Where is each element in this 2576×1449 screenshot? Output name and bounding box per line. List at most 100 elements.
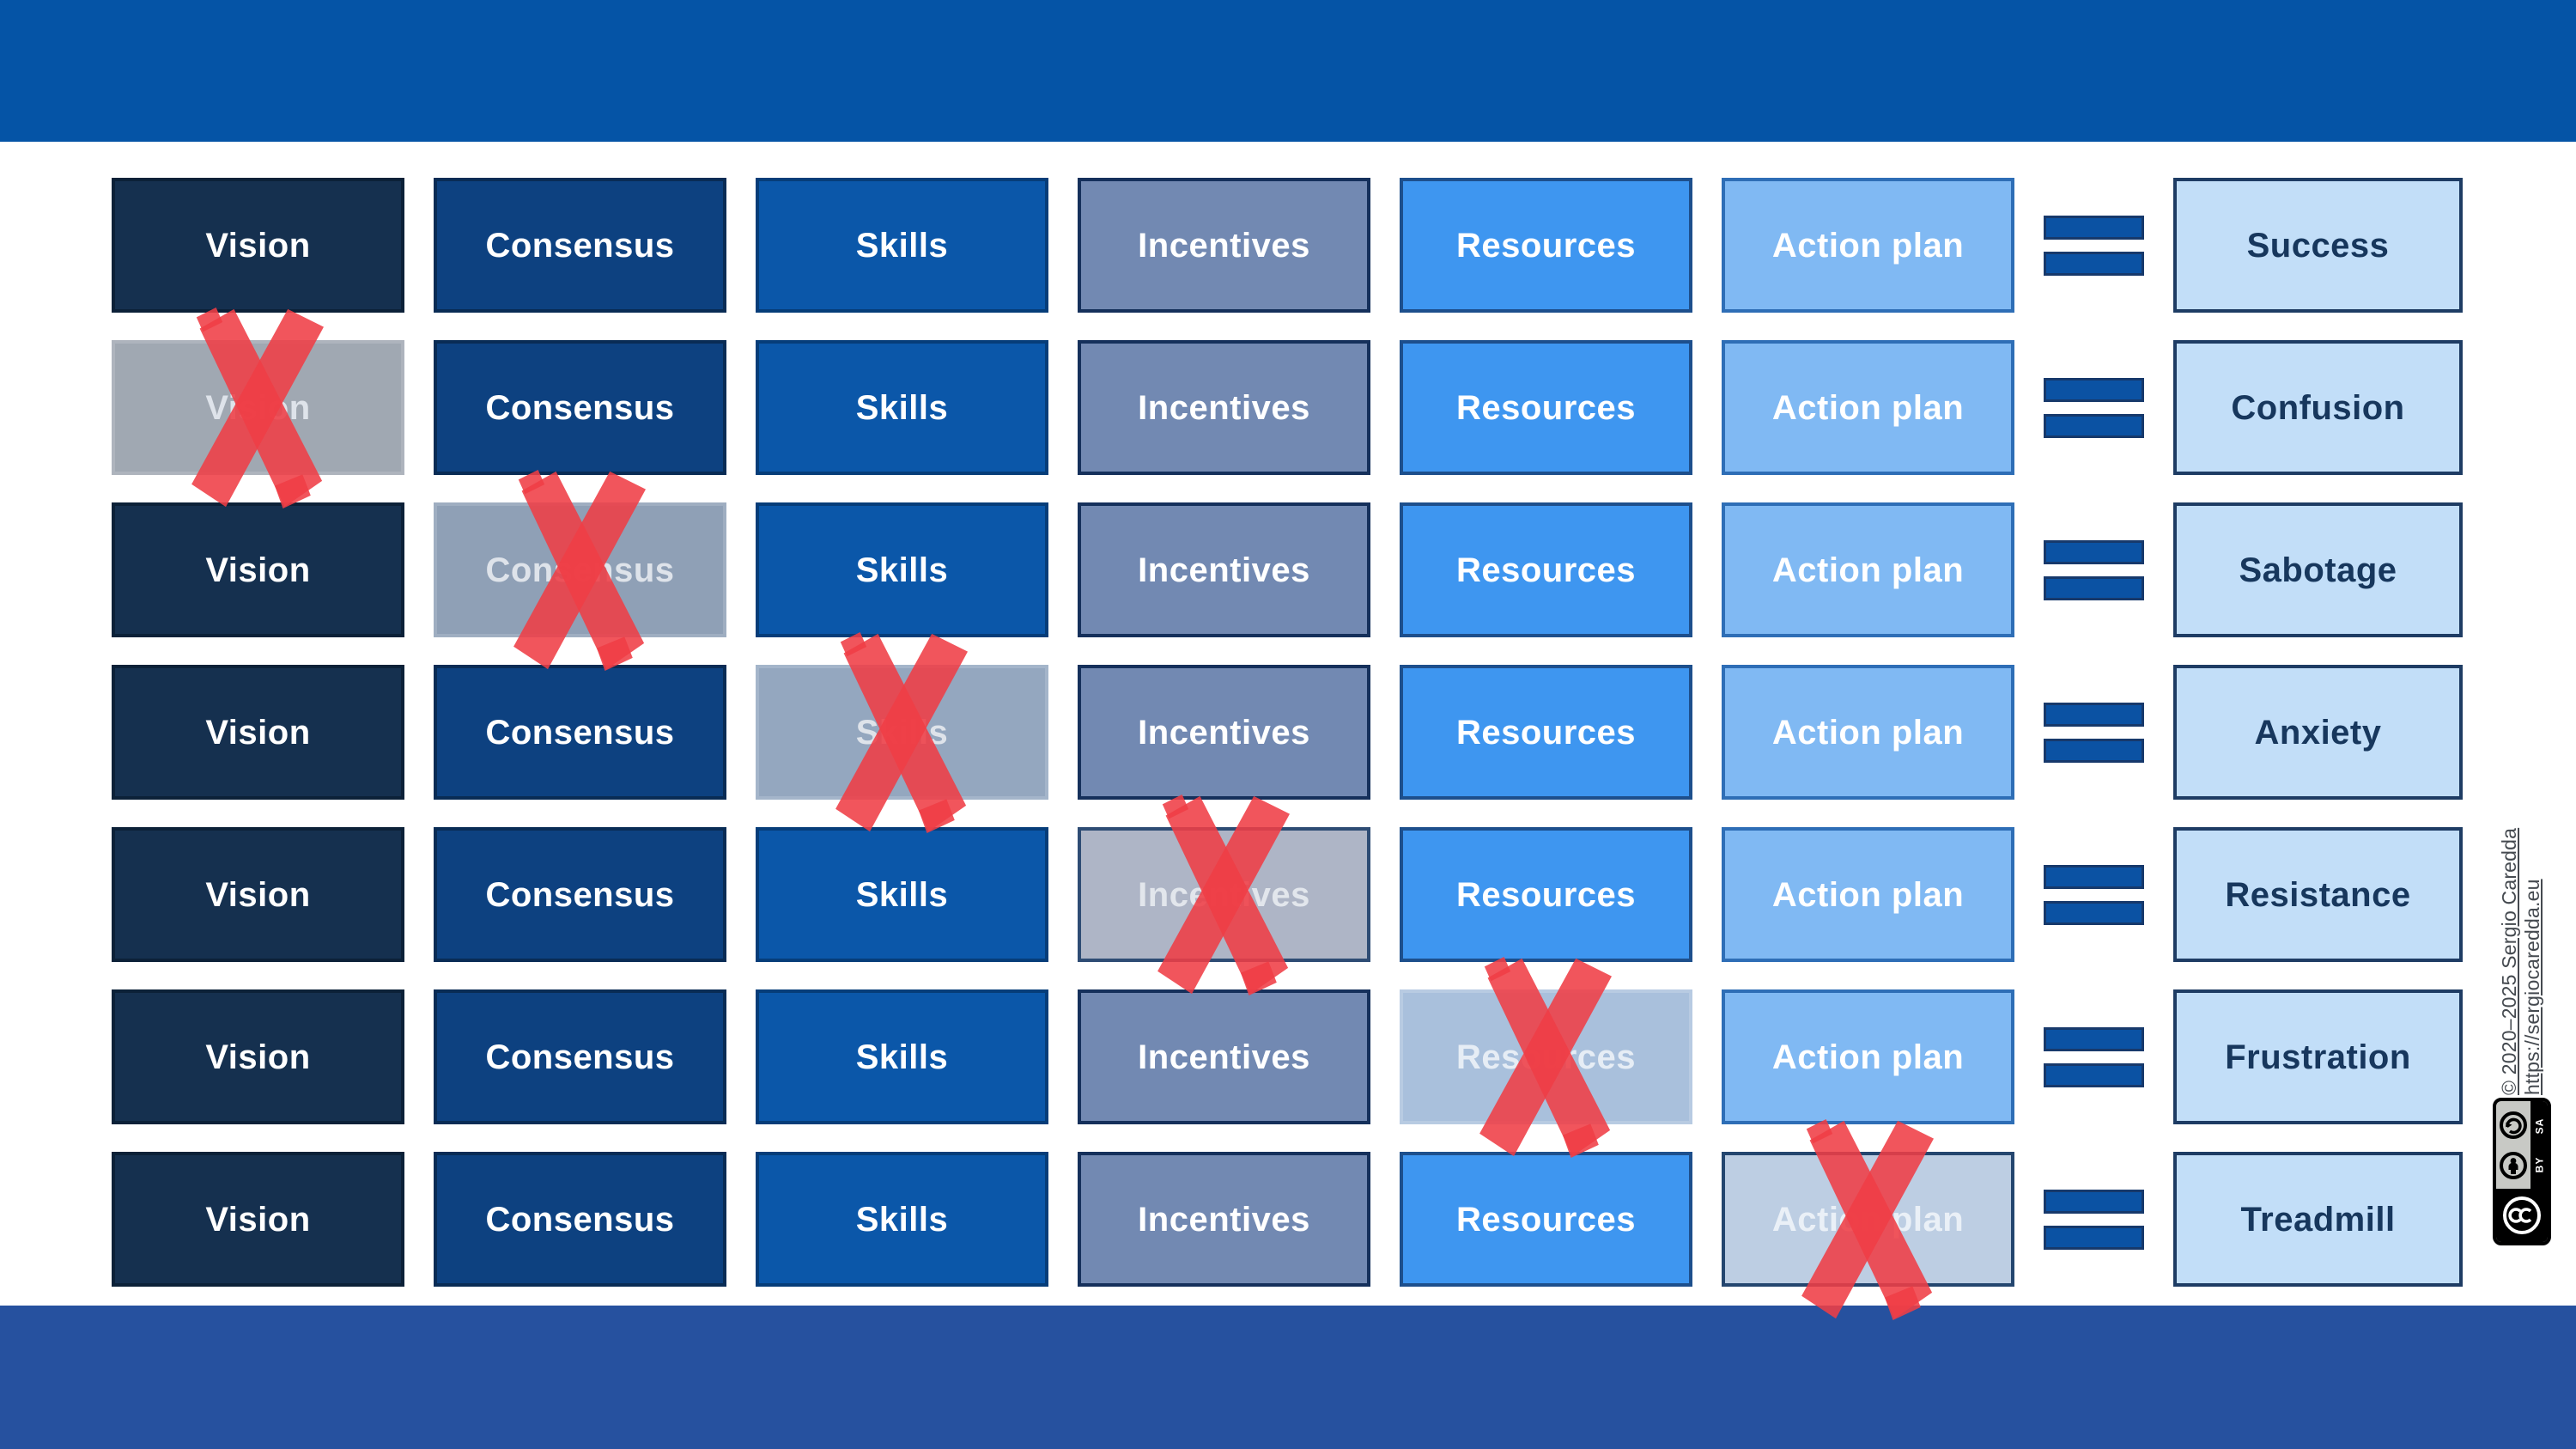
cell-vision: Vision bbox=[112, 665, 404, 800]
cell-label: Incentives bbox=[1138, 875, 1310, 914]
by-label: BY bbox=[2532, 1156, 2545, 1172]
cell-label: Consensus bbox=[485, 1038, 675, 1076]
model-row-confusion: Vision Consensus Skills Incentives Resource… bbox=[112, 307, 2463, 508]
model-row-resistance: Vision Consensus Skills Incentives Resource… bbox=[112, 794, 2463, 995]
cell-action-plan: Action plan bbox=[1722, 340, 2014, 475]
outcome-cell-anxiety: Anxiety bbox=[2173, 665, 2463, 800]
cell-action-plan: Action plan bbox=[1722, 827, 2014, 962]
cell-consensus: Consensus bbox=[434, 827, 726, 962]
cell-resources: Resources bbox=[1400, 1152, 1692, 1287]
cell-resources-crossed: Resources bbox=[1400, 956, 1692, 1158]
model-row-frustration: Vision Consensus Skills Incentives Resources… bbox=[112, 956, 2463, 1158]
cell-action-plan: Action plan bbox=[1722, 502, 2014, 637]
cell-consensus: Consensus bbox=[434, 665, 726, 800]
cell-skills: Skills bbox=[756, 340, 1048, 475]
model-row-treadmill: Vision Consensus Skills Incentives Resources… bbox=[112, 1118, 2463, 1320]
cell-label: Vision bbox=[205, 1038, 311, 1076]
equals-icon bbox=[2044, 502, 2144, 637]
cell-vision: Vision bbox=[112, 178, 404, 313]
cell-resources: Resources bbox=[1400, 178, 1692, 313]
cell-label: Consensus bbox=[485, 875, 675, 914]
cell-label: Resources bbox=[1455, 551, 1637, 589]
cell-label: Vision bbox=[205, 551, 311, 589]
sa-label: SA bbox=[2532, 1117, 2545, 1134]
cell-action-plan: Action plan bbox=[1722, 178, 2014, 313]
cell-consensus-crossed: Consensus bbox=[434, 469, 726, 671]
model-row-success: Vision Consensus Skills Incentives Resources… bbox=[112, 178, 2463, 313]
cell-consensus: Consensus bbox=[434, 178, 726, 313]
equals-icon bbox=[2044, 827, 2144, 962]
outcome-cell-confusion: Confusion bbox=[2173, 340, 2463, 475]
equals-icon bbox=[2044, 178, 2144, 313]
cell-label: Action plan bbox=[1771, 875, 1965, 914]
cell-label: Resources bbox=[1455, 713, 1637, 752]
cell-label: Resources bbox=[1455, 1200, 1637, 1239]
cell-label: Action plan bbox=[1771, 713, 1965, 752]
cell-label: Vision bbox=[205, 1200, 311, 1239]
cell-label: Skills bbox=[855, 1200, 949, 1239]
outcome-label: Confusion bbox=[2231, 388, 2405, 427]
cell-action-plan: Action plan bbox=[1722, 665, 2014, 800]
cell-incentives: Incentives bbox=[1078, 340, 1370, 475]
cell-label: Consensus bbox=[485, 1200, 675, 1239]
cell-label: Action plan bbox=[1771, 1038, 1965, 1076]
cell-incentives: Incentives bbox=[1078, 502, 1370, 637]
header-band bbox=[0, 0, 2576, 142]
cell-incentives-crossed: Incentives bbox=[1078, 794, 1370, 995]
cell-action-plan-crossed: Action plan bbox=[1722, 1118, 2014, 1320]
cell-label: Skills bbox=[855, 226, 949, 265]
cc-badge-body: SA BY bbox=[2496, 1101, 2548, 1189]
cell-label: Incentives bbox=[1138, 1200, 1310, 1239]
creative-commons-icon bbox=[2503, 1196, 2541, 1234]
outcome-label: Treadmill bbox=[2240, 1200, 2396, 1239]
outcome-cell-success: Success bbox=[2173, 178, 2463, 313]
cell-vision: Vision bbox=[112, 989, 404, 1124]
cell-consensus: Consensus bbox=[434, 340, 726, 475]
cell-label: Incentives bbox=[1138, 226, 1310, 265]
outcome-cell-sabotage: Sabotage bbox=[2173, 502, 2463, 637]
cell-label: Incentives bbox=[1138, 1038, 1310, 1076]
outcome-cell-treadmill: Treadmill bbox=[2173, 1152, 2463, 1287]
cell-label: Skills bbox=[855, 551, 949, 589]
cell-action-plan: Action plan bbox=[1722, 989, 2014, 1124]
cc-by-sa-badge[interactable]: SA BY bbox=[2493, 1098, 2551, 1245]
cell-skills: Skills bbox=[756, 989, 1048, 1124]
cell-label: Consensus bbox=[485, 551, 675, 589]
copyright-text: © 2020–2025 Sergio Caredda bbox=[2498, 827, 2520, 1095]
cc-logo-area bbox=[2496, 1189, 2548, 1242]
cc-badge-icons bbox=[2496, 1101, 2530, 1189]
cell-label: Action plan bbox=[1771, 1200, 1965, 1239]
cell-incentives: Incentives bbox=[1078, 1152, 1370, 1287]
share-alike-icon bbox=[2500, 1111, 2527, 1139]
cell-skills: Skills bbox=[756, 1152, 1048, 1287]
cell-label: Consensus bbox=[485, 226, 675, 265]
cell-label: Resources bbox=[1455, 226, 1637, 265]
cell-label: Action plan bbox=[1771, 388, 1965, 427]
cell-incentives: Incentives bbox=[1078, 178, 1370, 313]
cell-vision: Vision bbox=[112, 827, 404, 962]
outcome-label: Anxiety bbox=[2254, 713, 2382, 752]
equals-icon bbox=[2044, 665, 2144, 800]
cell-incentives: Incentives bbox=[1078, 665, 1370, 800]
attribution-person-icon bbox=[2500, 1151, 2527, 1179]
cell-label: Action plan bbox=[1771, 226, 1965, 265]
cell-skills: Skills bbox=[756, 178, 1048, 313]
cell-vision-crossed: Vision bbox=[112, 307, 404, 508]
cell-skills: Skills bbox=[756, 827, 1048, 962]
equals-icon bbox=[2044, 989, 2144, 1124]
cell-label: Vision bbox=[205, 875, 311, 914]
cell-label: Vision bbox=[205, 226, 311, 265]
cell-label: Skills bbox=[855, 388, 949, 427]
cell-resources: Resources bbox=[1400, 827, 1692, 962]
cell-consensus: Consensus bbox=[434, 1152, 726, 1287]
cell-label: Skills bbox=[855, 875, 949, 914]
website-link[interactable]: https://sergiocaredda.eu bbox=[2521, 879, 2543, 1095]
cell-consensus: Consensus bbox=[434, 989, 726, 1124]
footer-band bbox=[0, 1306, 2576, 1449]
cell-label: Resources bbox=[1455, 388, 1637, 427]
cell-resources: Resources bbox=[1400, 502, 1692, 637]
cell-vision: Vision bbox=[112, 502, 404, 637]
cell-label: Consensus bbox=[485, 713, 675, 752]
